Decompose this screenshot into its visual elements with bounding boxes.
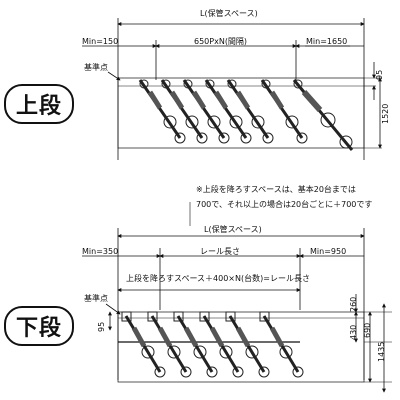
lower-bicycle [225, 311, 270, 378]
lower-tier-drawing [82, 202, 392, 393]
lower-bicycle [259, 311, 304, 378]
upper-min-right-label: Min=1650 [306, 37, 348, 46]
lower-tier-badge: 下段 [4, 306, 74, 346]
lower-note-line2: 700で、それ以上の場合は20台ごとに＋700です [196, 200, 373, 209]
lower-dim-260: 260 [349, 296, 358, 312]
upper-bicycle [160, 79, 208, 144]
upper-tier-badge: 上段 [4, 84, 74, 124]
upper-bicycle [292, 79, 354, 151]
upper-dim-95: 95 [375, 69, 384, 80]
lower-rail-length-label: レール長さ [200, 247, 240, 256]
upper-datum-label: 基準点 [84, 63, 108, 72]
upper-bicycle [226, 79, 274, 144]
upper-dim-1520: 1520 [381, 103, 390, 124]
lower-bicycle [173, 311, 218, 378]
lower-min-right-label: Min=950 [310, 247, 347, 256]
lower-dim-430: 430 [349, 324, 358, 340]
lower-bicycle [147, 311, 192, 378]
upper-bicycle [182, 79, 230, 144]
lower-min-left-label: Min=350 [82, 247, 119, 256]
lower-note-line1: ※上段を降ろすスペースは、基本20台までは [196, 185, 356, 194]
upper-bicycle [204, 79, 252, 144]
upper-bicycle [138, 79, 186, 144]
lower-bicycle [199, 311, 244, 378]
lower-formula-label: 上段を降ろすスペース＋400×N(台数)=レール長さ [126, 274, 310, 283]
lower-bicycle [121, 311, 166, 378]
upper-bicycle [260, 79, 308, 144]
lower-dim-690: 690 [363, 322, 372, 338]
upper-min-left-label: Min=150 [82, 37, 119, 46]
lower-dim-95: 95 [97, 321, 106, 332]
lower-dim-1435: 1435 [377, 341, 386, 362]
upper-tier-drawing [82, 18, 382, 160]
lower-bicycles [121, 311, 304, 378]
upper-bicycles [138, 79, 354, 151]
upper-storage-length-label: L(保管スペース) [200, 9, 258, 18]
upper-pitch-label: 650PxN(間隔) [194, 37, 248, 46]
lower-storage-length-label: L(保管スペース) [204, 225, 262, 234]
lower-datum-label: 基準点 [84, 294, 108, 303]
